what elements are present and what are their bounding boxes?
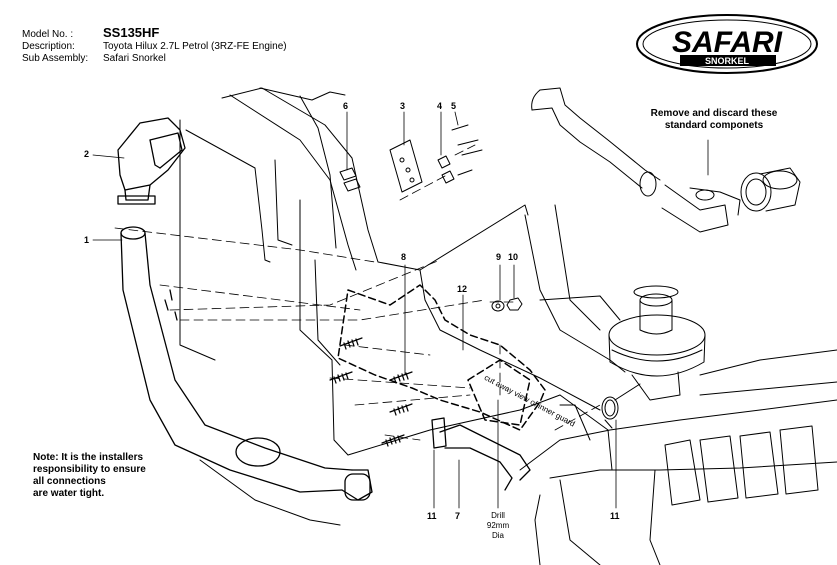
drill-note-line-2: 92mm	[486, 521, 510, 530]
installer-note: Note: It is the installers responsibilit…	[33, 452, 183, 500]
model-number-value: SS135HF	[103, 25, 160, 40]
drill-size-note: Drill 92mm Dia	[478, 511, 518, 541]
safari-logo-lettering: SAFARI SNORKEL	[672, 26, 783, 66]
hose-clamp-right	[601, 396, 619, 429]
installer-note-line-3: all connections	[33, 476, 106, 487]
installer-note-line-2: responsibility to ensure	[33, 464, 146, 475]
callout-8: 8	[401, 252, 407, 262]
remove-note-line-1: Remove and discard these	[650, 108, 778, 119]
callout-11-left: 11	[427, 511, 437, 521]
vehicle-body-outline	[179, 87, 626, 526]
installer-note-line-4: are water tight.	[33, 488, 105, 499]
callout-7: 7	[455, 511, 461, 521]
description-label: Description:	[22, 41, 75, 52]
remove-components-note: Remove and discard these standard compon…	[631, 108, 797, 132]
callout-leader-lines	[92, 111, 709, 509]
description-value: Toyota Hilux 2.7L Petrol (3RZ-FE Engine)	[103, 41, 287, 52]
callout-1: 1	[84, 235, 90, 245]
callout-5: 5	[451, 101, 457, 111]
rubber-hose	[431, 417, 531, 491]
washer-and-nut	[491, 297, 523, 312]
callout-12: 12	[457, 284, 468, 294]
safari-logo	[636, 14, 818, 74]
air-cleaner-housing	[608, 285, 706, 401]
logo-sub-text: SNORKEL	[705, 56, 750, 66]
remove-note-line-2: standard componets	[664, 120, 764, 131]
callout-2: 2	[84, 149, 90, 159]
mounting-bracket-and-fasteners	[339, 124, 483, 193]
installer-note-line-1: Note: It is the installers	[33, 452, 144, 463]
snorkel-body	[120, 226, 373, 501]
sub-assembly-label: Sub Assembly:	[22, 53, 89, 64]
model-number-label: Model No. :	[22, 29, 74, 40]
callout-11-right: 11	[610, 511, 620, 521]
stud-bolts	[329, 337, 413, 447]
inner-guard-cutaway	[337, 284, 546, 431]
drill-note-line-1: Drill	[491, 511, 505, 520]
callout-3: 3	[400, 101, 406, 111]
callout-9: 9	[496, 252, 502, 262]
standard-intake-components	[531, 87, 801, 233]
callout-6: 6	[343, 101, 349, 111]
assembly-centre-lines	[114, 144, 601, 441]
engine-bay-outline	[519, 349, 837, 565]
callout-10: 10	[508, 252, 519, 262]
sub-assembly-value: Safari Snorkel	[103, 53, 166, 64]
drill-note-line-3: Dia	[491, 531, 504, 540]
callout-4: 4	[437, 101, 443, 111]
logo-brand-text: SAFARI	[672, 26, 783, 59]
snorkel-air-ram-head	[117, 117, 186, 205]
